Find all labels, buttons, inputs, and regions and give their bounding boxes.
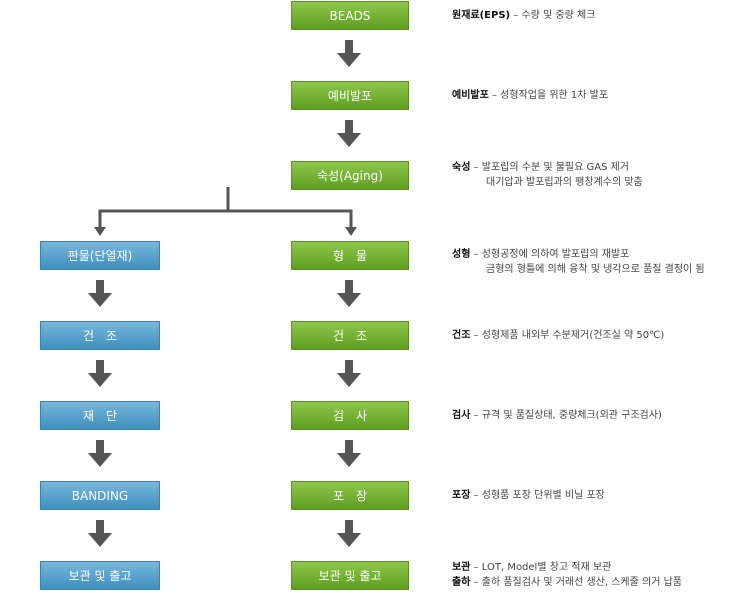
desc-molding: 성형 – 성형공정에 의하여 발포립의 재발포 금형의 형틀에 의해 융착 및 … — [452, 247, 705, 277]
desc-term: 보관 — [452, 562, 471, 573]
desc-text: – 발포립의 수분 및 불필요 GAS 제거 — [470, 162, 629, 173]
step-pre-foaming: 예비발포 — [291, 81, 409, 110]
step-beads: BEADS — [291, 1, 409, 30]
desc-storage-shipping: 보관 – LOT, Model별 창고 적재 보관 출하 – 출하 품질검사 및… — [452, 560, 682, 590]
arrow-down-icon — [337, 520, 361, 547]
arrow-down-icon — [337, 440, 361, 467]
desc-text-line2: 대기압과 발포립과의 팽창계수의 맞춤 — [486, 177, 643, 188]
step-board-drying: 건 조 — [40, 321, 160, 350]
desc-drying: 건조 – 성형제품 내외부 수분제거(건조실 약 50℃) — [452, 328, 664, 343]
step-storage-shipping: 보관 및 출고 — [291, 561, 409, 590]
arrow-down-icon — [337, 120, 361, 147]
desc-term: 원재료(EPS) — [452, 10, 511, 21]
desc-term: 건조 — [452, 330, 471, 341]
arrow-down-icon — [88, 280, 112, 307]
step-cutting: 재 단 — [40, 401, 160, 430]
step-board-storage-shipping: 보관 및 출고 — [40, 561, 160, 590]
desc-text: – 규격 및 품질상태, 중량체크(외관 구조검사) — [470, 410, 662, 421]
desc-inspection: 검사 – 규격 및 품질상태, 중량체크(외관 구조검사) — [452, 408, 662, 423]
desc-term: 예비발포 — [452, 90, 489, 101]
arrow-down-icon — [88, 360, 112, 387]
arrow-down-icon — [337, 280, 361, 307]
desc-text: – 성형공정에 의하여 발포립의 재발포 — [470, 249, 630, 260]
desc-term: 검사 — [452, 410, 471, 421]
desc-text: – 출하 품질검사 및 거래선 생산, 스케줄 의거 납품 — [470, 577, 682, 588]
desc-text-line2: 금형의 형틀에 의해 융착 및 냉각으로 품질 결정이 됨 — [486, 264, 705, 275]
desc-text: – 수량 및 중량 체크 — [510, 10, 596, 21]
arrow-down-icon — [88, 520, 112, 547]
desc-term: 출하 — [452, 577, 471, 588]
step-inspection: 검 사 — [291, 401, 409, 430]
arrow-down-icon — [337, 40, 361, 67]
arrow-down-icon — [337, 360, 361, 387]
step-banding: BANDING — [40, 481, 160, 510]
desc-raw-material: 원재료(EPS) – 수량 및 중량 체크 — [452, 8, 595, 23]
desc-aging: 숙성 – 발포립의 수분 및 불필요 GAS 제거 대기압과 발포립과의 팽창계… — [452, 160, 643, 190]
arrow-down-icon — [88, 440, 112, 467]
desc-text: – 성형작업을 위한 1차 발포 — [488, 90, 609, 101]
desc-packing: 포장 – 성형품 포장 단위별 비닐 포장 — [452, 488, 605, 503]
desc-text: – LOT, Model별 창고 적재 보관 — [470, 562, 612, 573]
desc-text: – 성형제품 내외부 수분제거(건조실 약 50℃) — [470, 330, 665, 341]
desc-text: – 성형품 포장 단위별 비닐 포장 — [470, 490, 605, 501]
desc-term: 성형 — [452, 249, 471, 260]
desc-term: 숙성 — [452, 162, 471, 173]
step-drying: 건 조 — [291, 321, 409, 350]
desc-term: 포장 — [452, 490, 471, 501]
step-aging: 숙성(Aging) — [291, 161, 409, 190]
step-molding: 형 물 — [291, 241, 409, 270]
branch-connector — [98, 187, 353, 230]
step-packing: 포 장 — [291, 481, 409, 510]
step-board-insulation: 판물(단열재) — [40, 241, 160, 270]
desc-pre-foaming: 예비발포 – 성형작업을 위한 1차 발포 — [452, 88, 608, 103]
